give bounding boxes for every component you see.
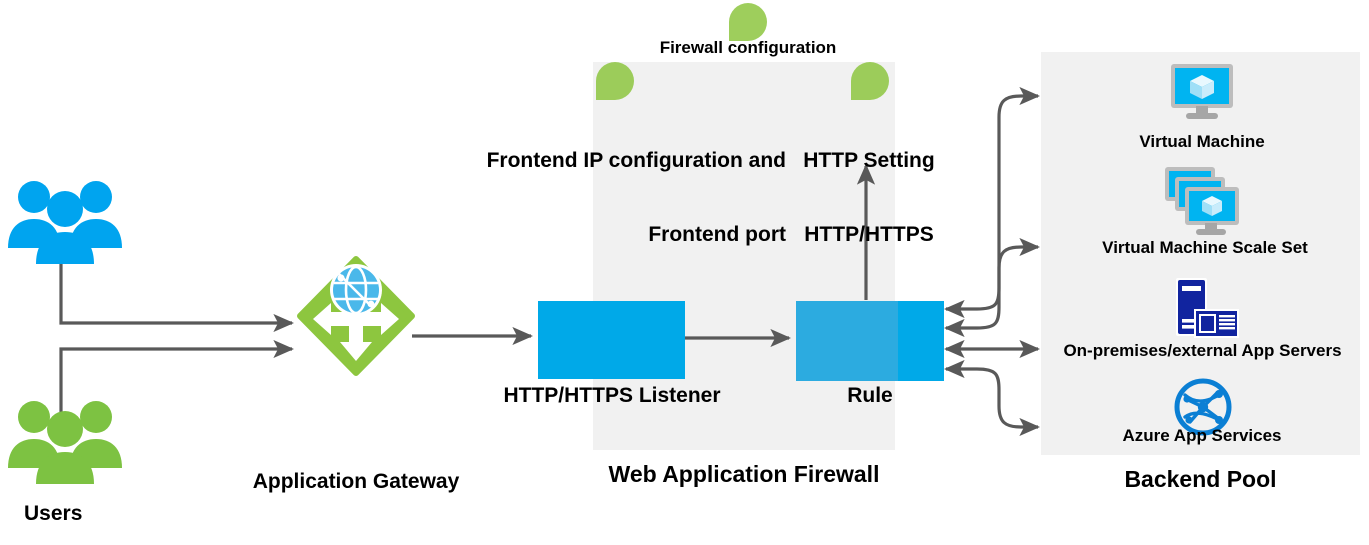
application-gateway-label: Application Gateway Frontend IP/FQDN [223, 420, 489, 545]
firewall-configuration-marker [729, 3, 767, 41]
on-premises-server-item[interactable] [1168, 277, 1240, 343]
virtual-machine-scale-set-icon [1165, 167, 1239, 235]
web-application-firewall-label: Web Application Firewall [608, 461, 880, 487]
users-group-icon [8, 401, 122, 484]
on-premises-server-icon [1176, 278, 1239, 338]
users-group-icon [8, 181, 122, 264]
application-gateway-node[interactable] [297, 256, 415, 416]
http-https-listener-box[interactable] [538, 301, 685, 379]
application-gateway-label-line1: Application Gateway [252, 469, 460, 493]
frontend-ip-configuration-label-line2: Frontend port [648, 222, 786, 246]
http-https-listener-label: HTTP/HTTPS Listener [503, 384, 721, 407]
virtual-machine-icon [1171, 64, 1233, 119]
frontend-ip-configuration-marker [596, 62, 634, 100]
azure-app-services-item[interactable] [1172, 377, 1234, 437]
rule-box[interactable] [796, 301, 944, 381]
rule-box-left-segment [796, 301, 898, 381]
http-setting-marker [851, 62, 889, 100]
http-setting-label-line1: HTTP Setting [803, 148, 935, 172]
backend-pool-panel [1041, 52, 1360, 455]
azure-app-services-label: Azure App Services [1122, 426, 1282, 445]
users-group-top [8, 178, 123, 264]
frontend-ip-configuration-label: Frontend IP configuration and Frontend p… [380, 99, 786, 297]
users-group-bottom [8, 398, 123, 484]
application-gateway-label-line2: Frontend IP/FQDN [223, 544, 489, 545]
firewall-configuration-label: Firewall configuration [659, 38, 837, 57]
application-gateway-icon [297, 256, 415, 376]
virtual-machine-scale-set-label: Virtual Machine Scale Set [1102, 238, 1308, 257]
http-setting-label-line2: HTTP/HTTPS [804, 222, 934, 246]
rule-label: Rule [847, 384, 893, 407]
backend-pool-label: Backend Pool [1124, 466, 1277, 492]
users-label: Users [24, 502, 83, 525]
frontend-ip-configuration-label-line1: Frontend IP configuration and [486, 148, 786, 172]
on-premises-server-label: On-premises/external App Servers [1063, 341, 1342, 360]
virtual-machine-item[interactable] [1163, 62, 1241, 124]
web-application-firewall-panel [593, 62, 895, 450]
virtual-machine-scale-set-item[interactable] [1160, 165, 1246, 237]
virtual-machine-label: Virtual Machine [1139, 132, 1265, 151]
http-setting-label: HTTP Setting HTTP/HTTPS [776, 99, 962, 297]
azure-app-services-icon [1174, 378, 1232, 436]
